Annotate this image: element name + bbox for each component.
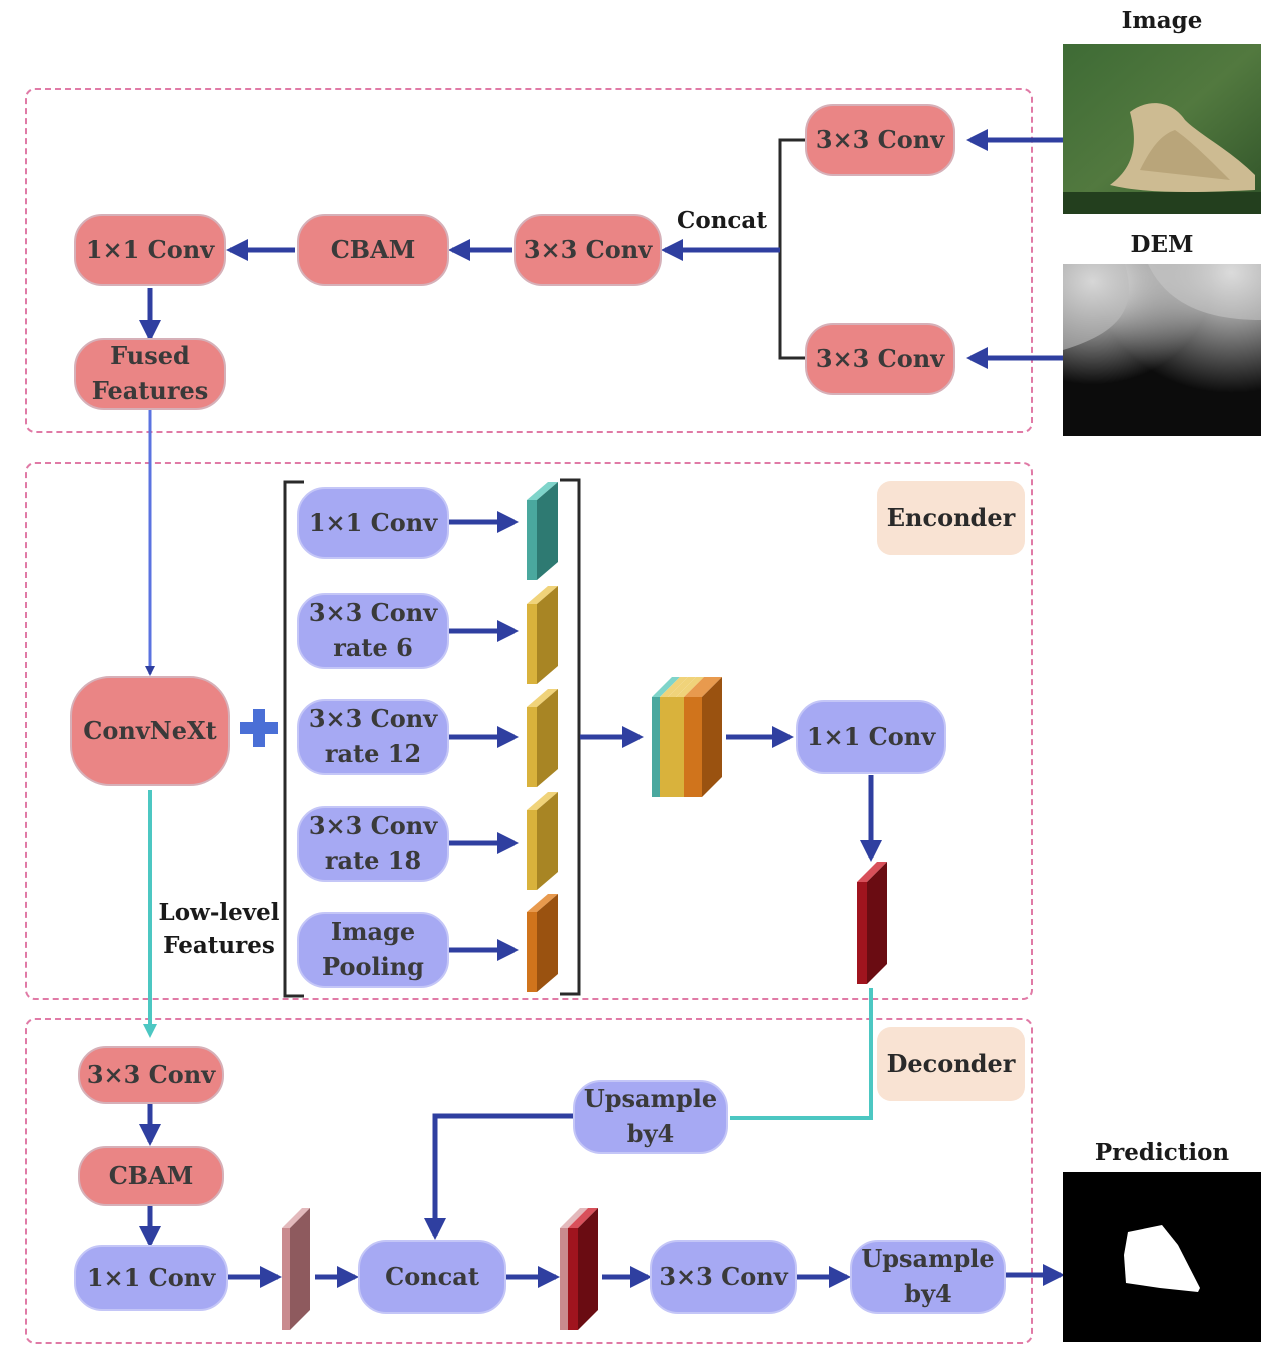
satellite-image-thumbnail bbox=[1063, 44, 1261, 214]
link-encoder-to-upsample bbox=[730, 988, 873, 1120]
image-title: Image bbox=[1121, 7, 1203, 34]
aspp-bracket-right bbox=[560, 478, 581, 996]
decoder-cbam-node: CBAM bbox=[78, 1146, 224, 1206]
encoder-badge: Enconder bbox=[877, 481, 1025, 555]
aspp-image-pooling-node: Image Pooling bbox=[297, 912, 449, 988]
aspp-bracket-left bbox=[283, 480, 304, 998]
dem-image-thumbnail bbox=[1063, 264, 1261, 436]
feature-map-aspp-1 bbox=[527, 482, 558, 580]
fusion-conv3-image-node: 3×3 Conv bbox=[805, 104, 955, 176]
low-level-features-label: Low-level Features bbox=[158, 899, 280, 960]
aspp-conv3-rate18-node: 3×3 Conv rate 18 bbox=[297, 806, 449, 882]
prediction-mask-image bbox=[1063, 1172, 1261, 1342]
aspp-concat-stack bbox=[652, 677, 722, 797]
fusion-module-frame bbox=[25, 88, 1033, 433]
concat-bracket bbox=[778, 138, 805, 360]
prediction-title: Prediction bbox=[1094, 1139, 1230, 1166]
decoder-upsample-a-node: Upsample by4 bbox=[573, 1080, 728, 1154]
fusion-conv3-dem-node: 3×3 Conv bbox=[805, 323, 955, 395]
dem-title: DEM bbox=[1130, 231, 1194, 258]
feature-map-encoder-output bbox=[857, 862, 887, 984]
feature-map-aspp-3 bbox=[527, 689, 558, 787]
arrow-upsample-to-concat bbox=[424, 1113, 573, 1240]
decoder-badge: Deconder bbox=[877, 1027, 1025, 1101]
decoder-frame bbox=[25, 1018, 1033, 1344]
aspp-conv3-rate12-node: 3×3 Conv rate 12 bbox=[297, 699, 449, 775]
convnext-backbone-node: ConvNeXt bbox=[70, 676, 230, 786]
encoder-conv1-node: 1×1 Conv bbox=[796, 700, 946, 774]
decoder-conv3-b-node: 3×3 Conv bbox=[650, 1240, 797, 1314]
fusion-cbam-node: CBAM bbox=[297, 214, 449, 286]
feature-map-aspp-4 bbox=[527, 792, 558, 890]
feature-map-decoder-low bbox=[282, 1208, 310, 1330]
decoder-concat-node: Concat bbox=[358, 1240, 506, 1314]
decoder-conv3-node: 3×3 Conv bbox=[78, 1046, 224, 1104]
decoder-upsample-b-node: Upsample by4 bbox=[850, 1240, 1006, 1314]
fused-features-node: Fused Features bbox=[74, 338, 226, 410]
fusion-conv1-node: 1×1 Conv bbox=[74, 214, 226, 286]
encoder-frame bbox=[25, 462, 1033, 1000]
concat-label: Concat bbox=[677, 207, 767, 234]
feature-map-aspp-5 bbox=[527, 894, 558, 992]
fusion-conv3-node: 3×3 Conv bbox=[514, 214, 662, 286]
decoder-conv1-node: 1×1 Conv bbox=[74, 1245, 228, 1311]
aspp-conv3-rate6-node: 3×3 Conv rate 6 bbox=[297, 593, 449, 669]
feature-map-decoder-concat bbox=[560, 1208, 598, 1330]
plus-icon bbox=[240, 709, 278, 747]
feature-map-aspp-2 bbox=[527, 586, 558, 684]
aspp-conv1-node: 1×1 Conv bbox=[297, 487, 449, 559]
